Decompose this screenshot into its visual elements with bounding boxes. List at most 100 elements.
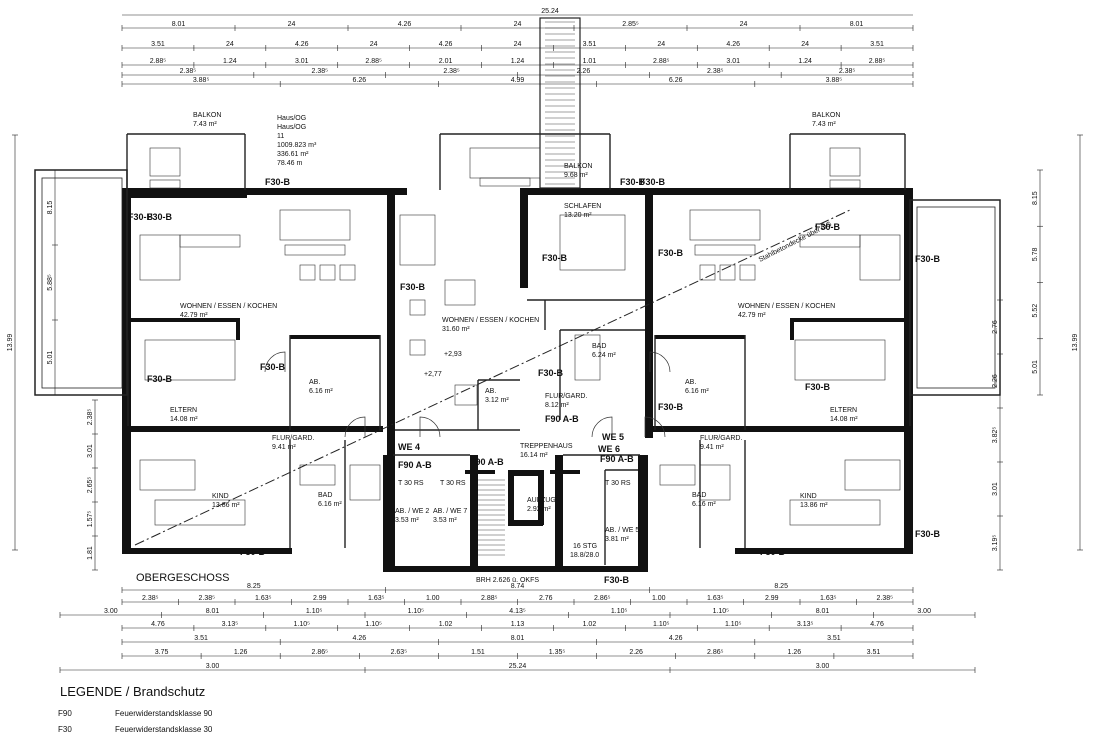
ceiling-note: Stahlbetondecke über OG xyxy=(758,221,833,264)
wall-segment xyxy=(387,188,407,195)
dim-overall: 25.24 xyxy=(541,8,559,15)
dim-top-5: 3.88⁵ xyxy=(193,77,210,84)
dim-bottom-1: 8.25 xyxy=(774,583,788,590)
room-label: BAD xyxy=(692,492,706,499)
room-area: 3.81 m² xyxy=(605,536,629,543)
wall-segment xyxy=(122,188,247,198)
floor-name: OBERGESCHOSS xyxy=(136,572,230,584)
dim-top-4: 2.26 xyxy=(577,68,591,75)
dim-top-4: 2.38⁵ xyxy=(839,68,856,75)
furniture-item xyxy=(149,179,181,189)
furniture-item xyxy=(399,214,436,266)
room-label: FLUR/GARD. xyxy=(700,435,742,442)
dim-top-2: 3.51 xyxy=(151,41,165,48)
dim-top-5: 6.26 xyxy=(669,77,683,84)
dim-bottom-2: 1.63⁵ xyxy=(707,595,724,602)
dim-right-2: 3.19⁵ xyxy=(992,535,999,552)
furniture-item xyxy=(479,177,531,187)
room-label: AB. xyxy=(309,379,320,386)
door-swing xyxy=(649,351,671,373)
fire-tag-f30b: F30-B xyxy=(260,362,286,372)
stair-ratio: 18.8/28.0 xyxy=(570,552,599,559)
unit-tag: WE 5 xyxy=(602,432,624,442)
room-area: 14.08 m² xyxy=(170,416,198,423)
unit-tag: WE 4 xyxy=(398,442,420,452)
dim-bottom-3: 8.01 xyxy=(206,608,220,615)
fire-tag-f90ab: F90 A-B xyxy=(470,457,504,467)
room-label: SCHLAFEN xyxy=(564,203,601,210)
dim-bottom-4: 1.02 xyxy=(583,621,597,628)
dim-bottom-5: 4.26 xyxy=(669,635,683,642)
dim-bottom-1: 8.74 xyxy=(511,583,525,590)
balcony-outline-inner xyxy=(916,206,996,389)
dim-left-1: 5.88⁵ xyxy=(47,274,54,291)
room-area: 8.12 m² xyxy=(545,402,569,409)
dim-bottom-4: 1.02 xyxy=(439,621,453,628)
dim-left-2: 2.38⁵ xyxy=(87,409,94,426)
wall-segment xyxy=(520,188,528,288)
furniture-item xyxy=(799,234,861,248)
room-label: BALKON xyxy=(564,163,592,170)
info-line: 1009.823 m³ xyxy=(277,142,317,149)
wall-segment xyxy=(383,566,648,572)
room-label: ELTERN xyxy=(830,407,857,414)
dim-bottom-3: 4.13⁵ xyxy=(509,608,526,615)
fire-tag-f30b: F30-B xyxy=(640,177,666,187)
dim-bottom-6: 1.35⁵ xyxy=(549,649,566,656)
room-area: 14.08 m² xyxy=(830,416,858,423)
furniture-item xyxy=(339,264,356,281)
furniture-item xyxy=(689,209,761,241)
furniture-item xyxy=(739,264,756,281)
dim-top-1: 24 xyxy=(514,21,522,28)
room-area: 9.41 m² xyxy=(272,444,296,451)
fire-tag-f30b: F30-B xyxy=(147,212,173,222)
furniture-item xyxy=(694,244,756,256)
furniture-item xyxy=(139,459,196,491)
dim-bottom-6: 2.86⁵ xyxy=(311,649,328,656)
furniture-item xyxy=(319,264,336,281)
furniture-item xyxy=(794,339,886,381)
balcony-outline-inner xyxy=(41,177,123,389)
fire-tag-f30b: F30-B xyxy=(147,374,173,384)
room-area: 9.68 m² xyxy=(564,172,588,179)
furniture-item xyxy=(454,384,478,406)
dim-bottom-3: 1.10⁵ xyxy=(611,608,628,615)
dim-left-overall: 13.99 xyxy=(7,334,14,352)
dim-bottom-6: 3.75 xyxy=(155,649,169,656)
dim-bottom-4: 1.10⁵ xyxy=(653,621,670,628)
wall-segment xyxy=(122,548,292,554)
dim-right-overall: 13.99 xyxy=(1072,334,1079,352)
door-tag: T 30 RS xyxy=(398,480,424,487)
dim-top-2: 24 xyxy=(801,41,809,48)
dim-right-1: 5.78 xyxy=(1032,247,1039,261)
furniture-item xyxy=(284,244,346,256)
wall-segment xyxy=(555,455,563,570)
dim-bottom-5: 4.26 xyxy=(352,635,366,642)
dim-top-2: 24 xyxy=(514,41,522,48)
furniture-item xyxy=(154,499,246,526)
dim-left-1: 8.15 xyxy=(47,201,54,215)
dim-bottom-2: 2.38⁵ xyxy=(198,595,215,602)
wall-segment xyxy=(520,188,660,195)
dim-top-1: 24 xyxy=(740,21,748,28)
dim-top-3: 1.24 xyxy=(223,58,237,65)
info-line: Haus/OG xyxy=(277,124,306,131)
dim-bottom-4: 1.13 xyxy=(511,621,525,628)
dim-bottom-4: 4.76 xyxy=(151,621,165,628)
fire-tag-f30b: F30-B xyxy=(400,282,426,292)
legend-text-f30: Feuerwiderstandsklasse 30 xyxy=(115,725,213,734)
door-tag: T 30 RS xyxy=(440,480,466,487)
dim-bottom-4: 3.13⁵ xyxy=(222,621,239,628)
dim-bottom-3: 3.00 xyxy=(104,608,118,615)
dim-bottom-6: 2.26 xyxy=(629,649,643,656)
room-area: 42.79 m² xyxy=(738,312,766,319)
dim-bottom-7: 3.00 xyxy=(816,663,830,670)
dim-top-2: 4.26 xyxy=(439,41,453,48)
fire-tag-f90ab: F90 A-B xyxy=(545,414,579,424)
wall-segment xyxy=(790,318,794,340)
room-label: WOHNEN / ESSEN / KOCHEN xyxy=(738,303,835,310)
furniture-item xyxy=(299,264,316,281)
furniture-item xyxy=(149,147,181,177)
dim-bottom-2: 1.63⁵ xyxy=(820,595,837,602)
